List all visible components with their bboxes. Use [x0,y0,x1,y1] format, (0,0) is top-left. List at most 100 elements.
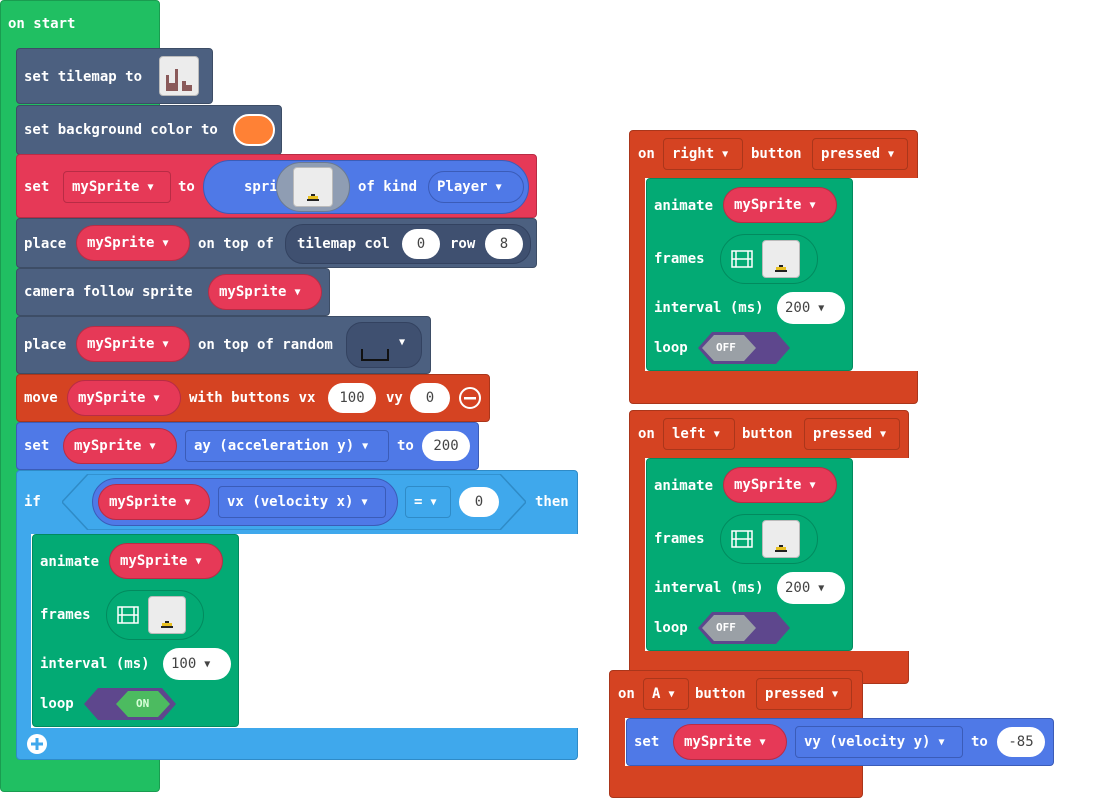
interval-label: interval (ms) [654,300,764,316]
place-variable-pill[interactable]: mySprite▼ [76,225,190,261]
place-random-variable-pill[interactable]: mySprite▼ [76,326,190,362]
add-else-icon[interactable] [26,733,48,755]
sprite-kind-dropdown[interactable]: Player ▼ [428,171,524,203]
player-sprite-icon [307,194,319,201]
set-label: set [634,734,660,750]
frames-label: frames [40,607,91,623]
loop-toggle[interactable] [698,612,790,644]
interval-dropdown[interactable]: 200 ▼ [777,572,845,604]
loop-toggle[interactable] [698,332,790,364]
set-ay-variable-pill[interactable]: mySprite▼ [63,428,177,464]
place-label: place [24,236,67,252]
dropdown-arrow-icon: ▼ [153,392,160,404]
property-name: ay (acceleration y) [194,438,355,454]
variable-name: mySprite [734,477,802,493]
interval-dropdown[interactable]: 200▼ [777,292,845,324]
vy-label: vy [386,390,403,406]
animate-variable-pill[interactable]: mySprite ▼ [723,187,837,223]
of-kind-label: of kind [358,179,418,195]
velocity-value-input[interactable]: -85 [997,727,1045,757]
sprite-thumbnail[interactable] [293,167,333,207]
dropdown-arrow-icon: ▼ [818,582,825,594]
film-strip-icon [117,606,139,624]
set-label: set [24,179,50,195]
tilemap-row-input[interactable]: 8 [485,229,523,259]
remove-parameter-icon[interactable] [458,386,482,410]
button-name: right [672,146,715,162]
velocity-property-dropdown[interactable]: vx (velocity x)▼ [218,486,386,518]
dropdown-arrow-icon: ▼ [495,181,502,193]
camera-variable-pill[interactable]: mySprite ▼ [208,274,322,310]
if-label: if [24,494,41,510]
place-label: place [24,337,67,353]
animation-frame-thumbnail[interactable] [762,240,800,278]
dropdown-arrow-icon: ▼ [668,688,675,700]
interval-value: 200 [785,580,811,596]
interval-dropdown[interactable]: 100▼ [163,648,231,680]
dropdown-arrow-icon: ▼ [361,496,368,508]
operator-dropdown[interactable]: =▼ [405,486,451,518]
dropdown-arrow-icon: ▼ [938,736,945,748]
left-event-dropdown[interactable]: pressed▼ [804,418,900,450]
animation-frame-thumbnail[interactable] [762,520,800,558]
variable-name: mySprite [87,336,155,352]
a-event-dropdown[interactable]: pressed▼ [756,678,852,710]
dropdown-arrow-icon: ▼ [430,496,437,508]
variable-name: mySprite [684,734,752,750]
variable-name: mySprite [219,284,287,300]
tilemap-col-input[interactable]: 0 [402,229,440,259]
set-vy-variable-pill[interactable]: mySprite ▼ [673,724,787,760]
right-event-dropdown[interactable]: pressed▼ [812,138,908,170]
left-button-dropdown[interactable]: left▼ [663,418,735,450]
animate-variable-pill[interactable]: mySprite ▼ [723,467,837,503]
dropdown-arrow-icon: ▼ [713,428,720,440]
velocity-property-dropdown[interactable]: vy (velocity y)▼ [795,726,963,758]
dropdown-arrow-icon: ▼ [809,479,816,491]
comparison-value-input[interactable]: 0 [459,487,499,517]
event-name: pressed [813,426,873,442]
button-label: button [742,426,793,442]
player-sprite-icon [775,265,787,272]
dropdown-arrow-icon: ▼ [294,286,301,298]
tile-picker-dropdown[interactable]: ▼ [346,322,422,368]
dropdown-arrow-icon: ▼ [809,199,816,211]
set-label: set [24,438,50,454]
set-sprite-variable-dropdown[interactable]: mySprite▼ [63,171,171,203]
move-variable-pill[interactable]: mySprite ▼ [67,380,181,416]
dropdown-arrow-icon: ▼ [195,555,202,567]
loop-toggle[interactable] [84,688,176,720]
dropdown-arrow-icon: ▼ [832,688,839,700]
right-button-dropdown[interactable]: right▼ [663,138,743,170]
animation-frame-thumbnail[interactable] [148,596,186,634]
acceleration-value-input[interactable]: 200 [422,431,470,461]
dropdown-arrow-icon: ▼ [184,496,191,508]
acceleration-property-dropdown[interactable]: ay (acceleration y) ▼ [185,430,389,462]
tilemap-thumbnail[interactable] [159,56,199,96]
variable-name: mySprite [78,390,146,406]
vy-input[interactable]: 0 [410,383,450,413]
to-label: to [971,734,988,750]
on-top-of-label: on top of [198,236,274,252]
button-label: button [695,686,746,702]
animate-variable-pill[interactable]: mySprite▼ [109,543,223,579]
loop-toggle-state: OFF [716,341,736,354]
dropdown-arrow-icon: ▼ [818,302,825,314]
on-start-label: on start [8,16,76,32]
interval-label: interval (ms) [40,656,150,672]
sprite-kind-value: Player [437,179,488,195]
variable-name: mySprite [74,438,142,454]
film-strip-icon [731,250,753,268]
variable-name: mySprite [734,197,802,213]
animate-label: animate [654,198,714,214]
event-name: pressed [821,146,881,162]
dropdown-arrow-icon: ▼ [362,440,369,452]
a-button-dropdown[interactable]: A▼ [643,678,689,710]
vx-input[interactable]: 100 [328,383,376,413]
animate-label: animate [40,554,100,570]
if-variable-pill[interactable]: mySprite▼ [98,484,210,520]
dropdown-arrow-icon: ▼ [759,736,766,748]
on-label: on [618,686,635,702]
to-label: to [178,179,195,195]
background-color-swatch[interactable] [233,114,275,146]
button-label: button [751,146,802,162]
